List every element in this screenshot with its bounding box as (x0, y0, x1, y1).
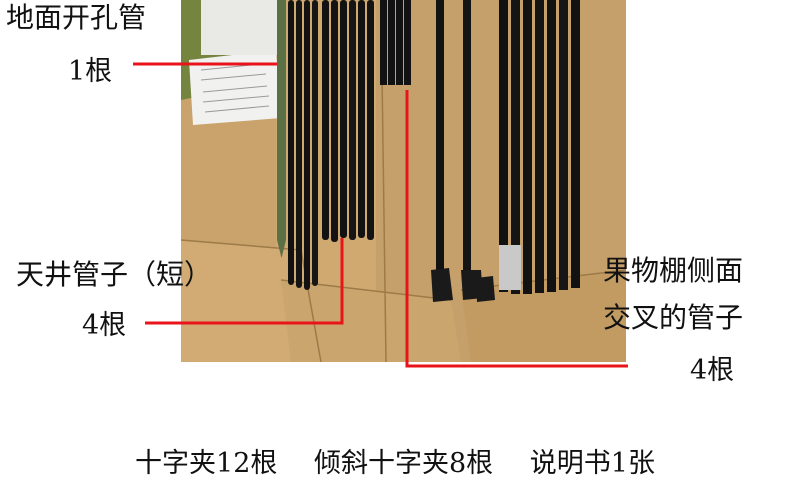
side-pipe-label-line1: 果物棚侧面 (603, 254, 744, 287)
cross-clamps (431, 268, 495, 302)
side-pipe-leader (405, 90, 628, 368)
footer-manual: 说明书1张 (529, 448, 655, 479)
product-photo (181, 0, 626, 362)
ground-pipe-count: 1根 (68, 56, 113, 87)
ceiling-pipe-count: 4根 (82, 310, 127, 341)
ceiling-pipes (288, 0, 374, 290)
ceiling-pipe-label: 天井管子（短） (16, 258, 213, 291)
contents-footer: 十字夹12根 倾斜十字夹8根 说明书1张 (0, 450, 790, 477)
ceiling-pipe-leader (145, 238, 344, 325)
ground-pipe (277, 0, 286, 258)
side-pipe-count: 4根 (690, 355, 735, 386)
pole-stubs (380, 0, 411, 85)
footer-oblique-clamp: 倾斜十字夹8根 (313, 448, 494, 479)
footer-cross-clamp: 十字夹12根 (135, 448, 278, 479)
ground-pipe-label: 地面开孔管 (6, 1, 147, 34)
side-pipe-label-line2: 交叉的管子 (603, 301, 744, 334)
side-pipes (436, 0, 580, 295)
product-box (201, 0, 281, 55)
instruction-sheet (189, 50, 281, 125)
